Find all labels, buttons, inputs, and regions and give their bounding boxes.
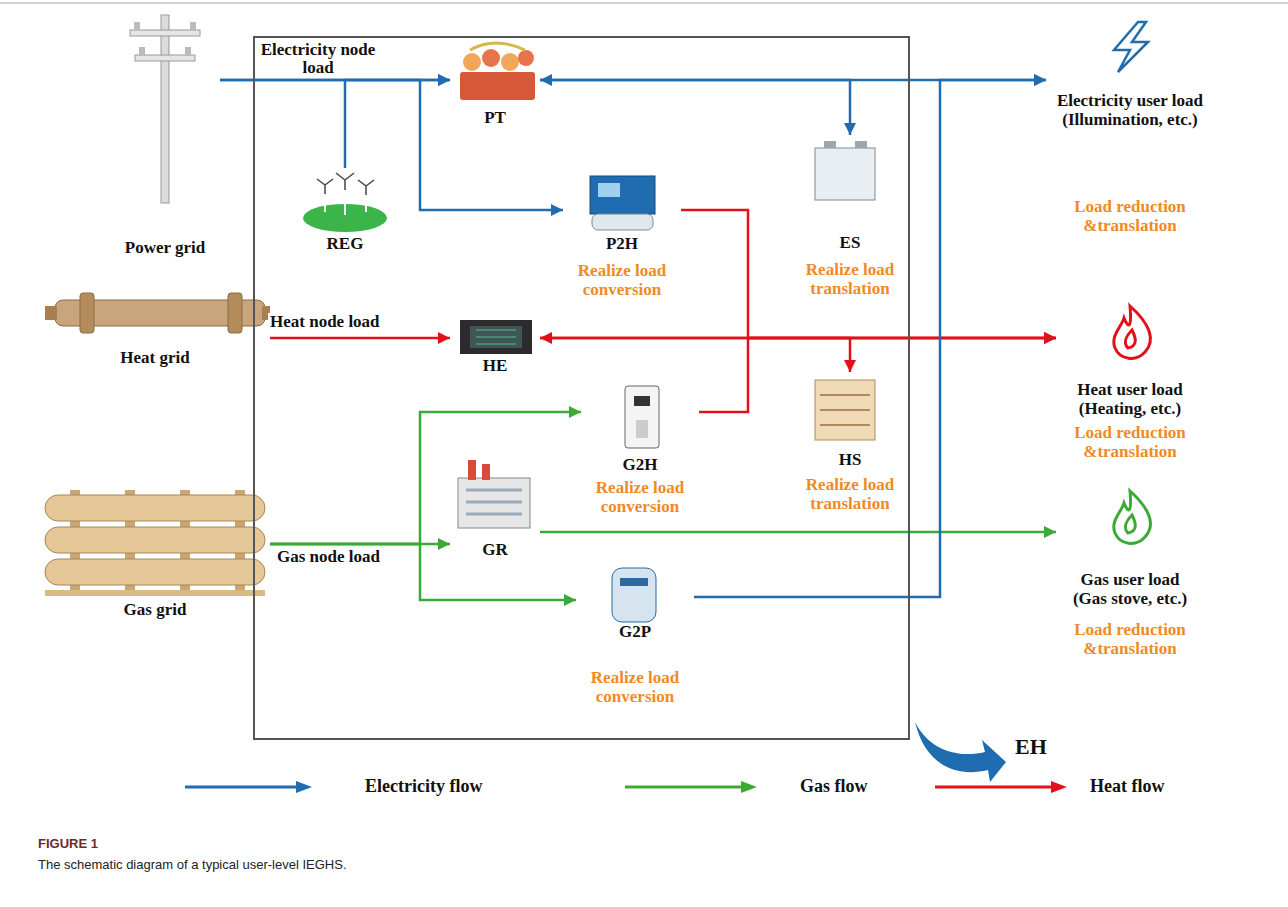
power-pole-icon bbox=[130, 15, 200, 203]
node-load-label: Gas node load bbox=[275, 548, 382, 566]
flow-connector bbox=[540, 338, 850, 372]
heat-storage-icon bbox=[815, 380, 875, 440]
gas-tanks-icon bbox=[45, 490, 265, 596]
function-note: Load reduction &translation bbox=[1060, 197, 1200, 235]
function-note: Realize load conversion bbox=[567, 261, 677, 299]
node-label: GR bbox=[465, 540, 525, 559]
flow-connector bbox=[270, 544, 576, 600]
heat-grid: Heat grid bbox=[40, 285, 270, 375]
node-label: Electricity user load (Illumination, etc… bbox=[1050, 91, 1210, 129]
node-load-label: Heat node load bbox=[268, 313, 382, 331]
top-rule bbox=[0, 3, 1288, 4]
node-label: G2H bbox=[605, 455, 675, 474]
hub-arrow bbox=[915, 722, 1006, 782]
gas-regulator: GR bbox=[450, 455, 540, 565]
electric-storage: ES Realize load translation bbox=[791, 135, 909, 305]
power-to-heat-unit: P2H Realize load conversion bbox=[563, 168, 681, 308]
node-label: P2H bbox=[587, 234, 657, 253]
figure-caption: The schematic diagram of a typical user-… bbox=[38, 857, 347, 872]
power-grid: Power grid bbox=[110, 10, 220, 260]
node-label: Heat user load (Heating, etc.) bbox=[1060, 380, 1200, 418]
power-to-heat-icon bbox=[590, 176, 655, 230]
figure-number: FIGURE 1 bbox=[38, 836, 98, 851]
function-note: Realize load conversion bbox=[585, 478, 695, 516]
heat-exchanger: HE bbox=[450, 312, 540, 380]
node-label: ES bbox=[820, 233, 880, 252]
node-load-label: Electricity node load bbox=[257, 41, 379, 77]
legend-text: Heat flow bbox=[1090, 776, 1164, 797]
legend-text: Electricity flow bbox=[365, 776, 482, 797]
node-label: PT bbox=[465, 108, 525, 127]
legend-samples bbox=[185, 781, 1067, 793]
function-note: Realize load conversion bbox=[580, 668, 690, 706]
node-label: Gas grid bbox=[95, 600, 215, 619]
flow-connector bbox=[694, 80, 1046, 597]
function-note: Realize load translation bbox=[795, 260, 905, 298]
node-label: HS bbox=[820, 450, 880, 469]
power-transformer: PT bbox=[450, 42, 540, 130]
node-label: EH bbox=[1015, 735, 1047, 760]
node-label: G2P bbox=[600, 622, 670, 641]
gas-station-building-icon bbox=[458, 460, 530, 528]
flow-connector bbox=[681, 210, 1056, 338]
renewable-generator: REG bbox=[300, 168, 390, 258]
gas-grid: Gas grid bbox=[40, 488, 270, 628]
legend-text: Gas flow bbox=[800, 776, 868, 797]
electricity-user-load: Electricity user load (Illumination, etc… bbox=[1046, 15, 1214, 245]
flow-connector bbox=[270, 412, 581, 544]
function-note: Realize load translation bbox=[795, 475, 905, 513]
flow-connector bbox=[270, 337, 450, 340]
flow-connector bbox=[540, 531, 1056, 534]
gas-flame-icon bbox=[1114, 491, 1151, 543]
energy-hub-box: EHREGPTP2HRealize load conversionESReali… bbox=[253, 36, 910, 740]
heat-pipe-icon bbox=[45, 293, 270, 333]
gas-turbine-icon bbox=[612, 568, 656, 622]
gas-user-load: Gas user load (Gas stove, etc.) Load redu… bbox=[1056, 485, 1204, 665]
gas-to-power-unit: G2P Realize load conversion bbox=[576, 560, 694, 725]
flow-connector bbox=[540, 80, 850, 135]
heat-storage: HS Realize load translation bbox=[791, 372, 909, 522]
function-note: Load reduction &translation bbox=[1060, 423, 1200, 461]
flame-icon bbox=[1114, 306, 1151, 358]
flow-connector bbox=[345, 80, 450, 168]
battery-storage-icon bbox=[815, 141, 875, 200]
power-transformer-icon bbox=[460, 43, 535, 100]
node-label: REG bbox=[315, 234, 375, 253]
gas-boiler-icon bbox=[625, 386, 659, 448]
node-label: Heat grid bbox=[95, 348, 215, 367]
node-label: Gas user load (Gas stove, etc.) bbox=[1063, 570, 1198, 608]
node-label: Power grid bbox=[115, 238, 215, 257]
wind-farm-icon bbox=[303, 173, 387, 232]
heat-user-load: Heat user load (Heating, etc.) Load reduc… bbox=[1056, 298, 1204, 468]
node-label: HE bbox=[465, 356, 525, 375]
flow-connector bbox=[220, 80, 563, 210]
gas-to-heat-unit: G2H Realize load conversion bbox=[581, 380, 699, 520]
heat-exchanger-icon bbox=[460, 320, 532, 354]
function-note: Load reduction &translation bbox=[1060, 620, 1200, 658]
flow-connector bbox=[699, 338, 1056, 412]
lightning-icon bbox=[1114, 22, 1148, 72]
